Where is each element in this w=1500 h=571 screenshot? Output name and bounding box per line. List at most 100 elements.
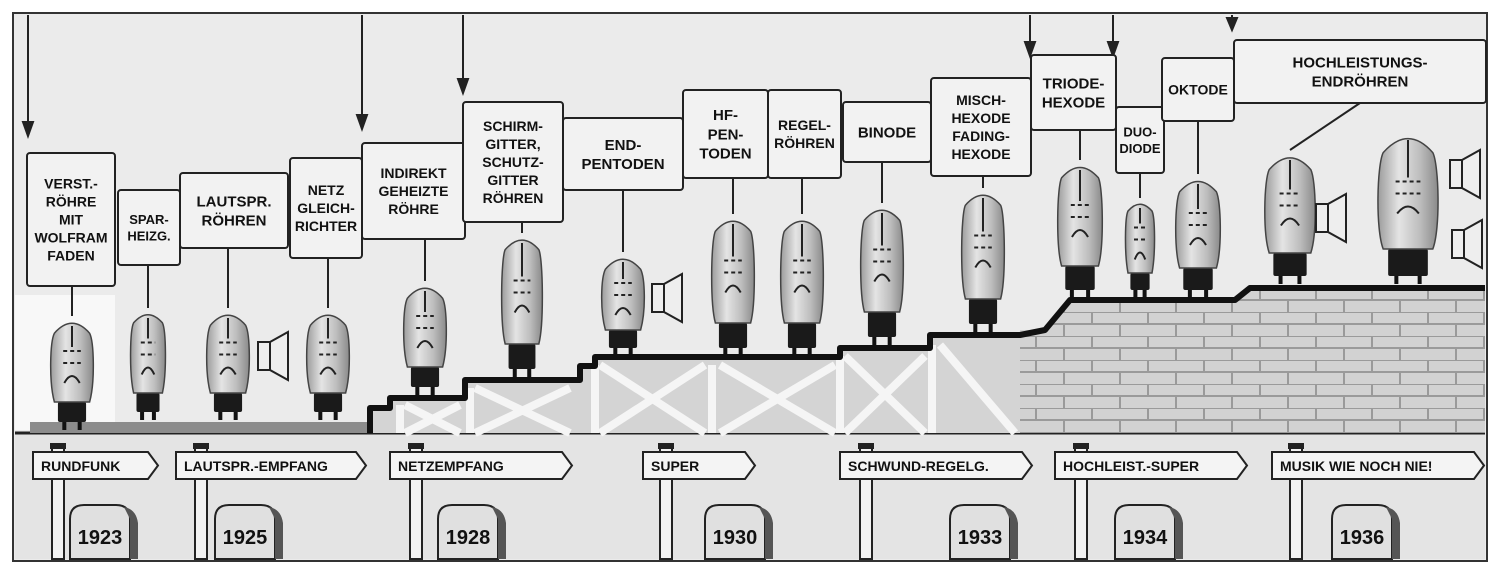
label-line: MISCH- bbox=[956, 92, 1006, 108]
label-line: RÖHREN bbox=[774, 135, 835, 151]
milestone-1930: SUPER 1930 bbox=[642, 443, 773, 560]
hochleistung-2-tube bbox=[1377, 138, 1439, 284]
year-label: 1930 bbox=[713, 527, 758, 549]
label-line: PEN- bbox=[708, 126, 744, 143]
label-line: RÖHRE bbox=[388, 201, 439, 217]
label-line: RICHTER bbox=[295, 218, 357, 234]
label-line: GITTER, bbox=[485, 136, 540, 152]
sign-board bbox=[1054, 451, 1249, 480]
label-line: DIODE bbox=[1119, 141, 1161, 156]
triodehexode-tube bbox=[1056, 166, 1104, 298]
sign-label: HOCHLEIST.-SUPER bbox=[1063, 458, 1199, 474]
label-line: LAUTSPR. bbox=[197, 193, 272, 210]
year-label: 1923 bbox=[78, 527, 123, 549]
label-line: NETZ bbox=[308, 182, 345, 198]
endpentoden-tube bbox=[600, 258, 646, 356]
hfpentoden-tube bbox=[710, 220, 756, 356]
label-line: FADING- bbox=[952, 128, 1010, 144]
label-box-lautspr: LAUTSPR. RÖHREN bbox=[179, 172, 289, 249]
label-line: GEHEIZTE bbox=[378, 183, 448, 199]
scaffold-structure bbox=[370, 335, 1020, 437]
label-line: BINODE bbox=[858, 124, 916, 141]
ground-soil bbox=[30, 422, 370, 433]
label-line: HOCHLEISTUNGS- bbox=[1293, 54, 1428, 71]
innovation-arrows bbox=[21, 15, 1239, 139]
label-box-spar: SPAR- HEIZG. bbox=[117, 189, 181, 266]
milestone-1928: NETZEMPFANG 1928 bbox=[389, 443, 574, 560]
label-box-mischhexode: MISCH- HEXODE FADING- HEXODE bbox=[930, 77, 1032, 177]
label-line: RÖHREN bbox=[483, 190, 544, 206]
schirm-tube bbox=[500, 239, 544, 377]
label-line: INDIREKT bbox=[380, 165, 447, 181]
label-line: TRIODE- bbox=[1043, 75, 1105, 92]
milestone-1936: MUSIK WIE NOCH NIE!1936 bbox=[1271, 443, 1486, 560]
milestone-1933: SCHWUND-REGELG. 1933 bbox=[839, 443, 1034, 560]
label-line: HEXODE bbox=[951, 146, 1010, 162]
label-line: SPAR- bbox=[129, 212, 168, 227]
label-line: END- bbox=[605, 137, 642, 154]
label-line: RÖHREN bbox=[201, 213, 266, 230]
speaker-icon bbox=[1451, 218, 1483, 270]
speaker-icon bbox=[1315, 192, 1347, 244]
duodiode-tube bbox=[1124, 203, 1156, 298]
label-box-netz: NETZ GLEICH- RICHTER bbox=[289, 157, 363, 259]
label-line: WOLFRAM bbox=[34, 229, 107, 245]
label-line: TODEN bbox=[699, 146, 751, 163]
milestone-1934: HOCHLEIST.-SUPER 1934 bbox=[1054, 443, 1249, 560]
sign-board bbox=[389, 451, 574, 480]
year-label: 1933 bbox=[958, 527, 1003, 549]
label-box-endpentoden: END- PENTODEN bbox=[562, 117, 684, 191]
year-label: 1936 bbox=[1340, 527, 1385, 549]
label-line: OKTODE bbox=[1168, 82, 1228, 98]
sign-label: NETZEMPFANG bbox=[398, 458, 504, 474]
label-line: HEIZG. bbox=[127, 229, 170, 244]
label-line: HEXODE bbox=[1042, 95, 1105, 112]
milestone-signs: RUNDFUNK1923LAUTSPR.-EMPFANG1925NETZEMPF… bbox=[32, 443, 1486, 560]
label-line: HEXODE bbox=[951, 110, 1010, 126]
sign-board bbox=[642, 451, 757, 480]
label-box-indirekt: INDIREKT GEHEIZTE RÖHRE bbox=[361, 142, 466, 240]
label-box-hfpentoden: HF- PEN- TODEN bbox=[682, 89, 769, 179]
sign-board bbox=[175, 451, 368, 480]
label-box-binode: BINODE bbox=[842, 101, 932, 163]
label-line: PENTODEN bbox=[581, 156, 664, 173]
verst-tube bbox=[49, 322, 95, 430]
label-line: GLEICH- bbox=[297, 200, 355, 216]
year-label: 1928 bbox=[446, 527, 491, 549]
label-line: REGEL- bbox=[778, 117, 831, 133]
regel-tube bbox=[779, 220, 825, 356]
label-line: VERST.- bbox=[44, 176, 98, 192]
label-box-regel: REGEL- RÖHREN bbox=[767, 89, 842, 179]
label-line: DUO- bbox=[1123, 124, 1156, 139]
binode-tube bbox=[859, 209, 905, 345]
indirekt-tube bbox=[402, 287, 448, 395]
sign-label: SCHWUND-REGELG. bbox=[848, 458, 989, 474]
sign-board bbox=[32, 451, 160, 480]
label-line: FADEN bbox=[47, 247, 94, 263]
sign-label: SUPER bbox=[651, 458, 699, 474]
mischhexode-tube bbox=[960, 194, 1006, 332]
label-line: MIT bbox=[59, 212, 84, 228]
sign-board bbox=[1271, 451, 1486, 480]
label-box-oktode: OKTODE bbox=[1161, 57, 1235, 122]
label-line: HF- bbox=[713, 107, 738, 124]
label-line: GITTER bbox=[487, 172, 538, 188]
progress-staircase bbox=[367, 285, 1485, 433]
milestone-1923: RUNDFUNK 1923 bbox=[32, 443, 160, 560]
netz-tube bbox=[305, 314, 351, 420]
speaker-icon bbox=[257, 330, 289, 382]
sign-label: RUNDFUNK bbox=[41, 458, 120, 474]
lautspr-tube bbox=[205, 314, 251, 420]
label-line: SCHIRM- bbox=[483, 118, 543, 134]
speaker-icon bbox=[1449, 148, 1481, 200]
label-line: RÖHRE bbox=[46, 194, 97, 210]
label-line: ENDRÖHREN bbox=[1312, 74, 1409, 91]
sign-label: LAUTSPR.-EMPFANG bbox=[184, 458, 328, 474]
year-label: 1934 bbox=[1123, 527, 1168, 549]
